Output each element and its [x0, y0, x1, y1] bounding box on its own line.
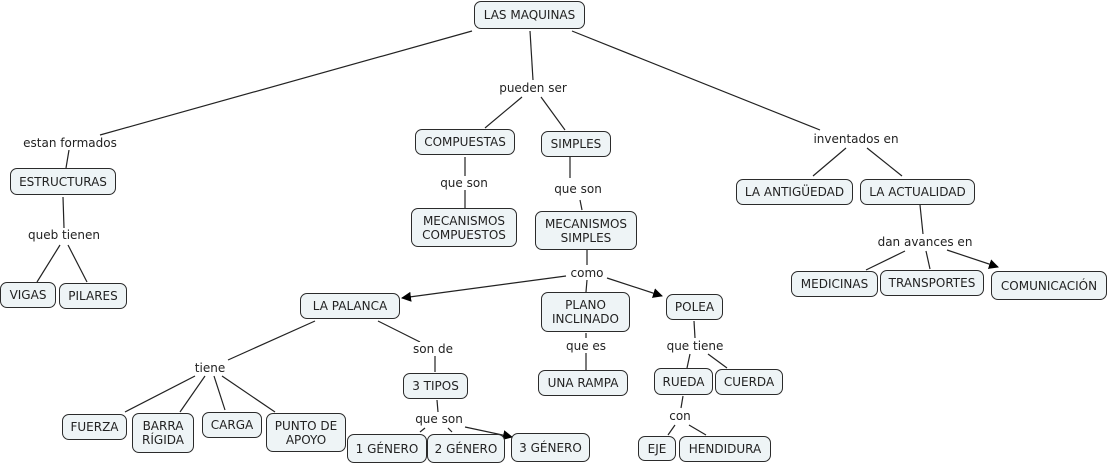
link-line — [919, 204, 924, 235]
concept-carga[interactable]: CARGA — [202, 412, 262, 438]
link-phrase-estan-formados: estan formados — [22, 136, 118, 150]
link-line — [693, 320, 696, 339]
link-phrase-dan-avances-en: dan avances en — [876, 235, 974, 249]
concept-mecanismos-simples[interactable]: MECANISMOS SIMPLES — [535, 211, 637, 250]
link-line — [36, 244, 61, 283]
link-phrase-como: como — [569, 266, 605, 280]
link-line — [67, 244, 88, 283]
link-phrase-queb-tienen: queb tienen — [26, 228, 102, 242]
link-line — [124, 375, 196, 413]
link-phrase-inventados-en: inventados en — [812, 132, 900, 146]
link-line — [227, 320, 316, 361]
link-line — [65, 149, 70, 169]
concept-transportes[interactable]: TRANSPORTES — [880, 270, 984, 296]
concept-eje[interactable]: EJE — [638, 436, 676, 461]
link-line — [579, 199, 583, 211]
link-line — [707, 353, 728, 369]
link-phrase-que-son: que son — [553, 182, 603, 196]
link-phrase-que-son: que son — [414, 412, 464, 426]
concept-barra-rigida[interactable]: BARRA RÍGIDA — [132, 413, 194, 453]
link-phrase-con: con — [668, 409, 692, 423]
concept-2-genero[interactable]: 2 GÉNERO — [427, 434, 505, 463]
link-line — [680, 395, 684, 409]
concept-hendidura[interactable]: HENDIDURA — [679, 436, 771, 462]
concept-rueda[interactable]: RUEDA — [654, 368, 713, 395]
concept-compuestas[interactable]: COMPUESTAS — [415, 129, 515, 155]
concept-cuerda[interactable]: CUERDA — [715, 369, 783, 395]
link-line — [667, 424, 676, 436]
link-line — [401, 275, 567, 302]
concept-las-maquinas[interactable]: LAS MAQUINAS — [474, 1, 585, 29]
link-phrase-pueden-ser: pueden ser — [498, 81, 568, 95]
link-line — [377, 320, 421, 343]
link-line — [62, 196, 65, 229]
link-line — [484, 96, 523, 129]
link-line — [179, 375, 206, 413]
link-line — [436, 399, 439, 413]
link-phrase-son-de: son de — [411, 342, 455, 356]
link-line — [99, 30, 473, 136]
link-line — [585, 279, 588, 293]
link-line — [925, 250, 931, 270]
link-line — [865, 250, 906, 271]
link-line — [419, 427, 426, 433]
link-phrase-tiene: tiene — [193, 361, 227, 375]
link-line — [812, 147, 847, 177]
link-line — [571, 30, 821, 131]
concept-polea[interactable]: POLEA — [666, 294, 723, 320]
link-line — [221, 375, 276, 413]
link-line — [686, 353, 691, 369]
link-line — [464, 426, 513, 441]
concept-estructuras[interactable]: ESTRUCTURAS — [10, 168, 116, 195]
link-line — [688, 424, 707, 436]
concept-pilares[interactable]: PILARES — [59, 283, 127, 309]
concept-comunicacion[interactable]: COMUNICACIÓN — [991, 271, 1107, 300]
link-line — [529, 30, 534, 81]
link-phrase-que-es: que es — [564, 339, 608, 353]
link-line — [946, 249, 999, 269]
link-phrase-que-tiene: que tiene — [665, 339, 725, 353]
link-line — [866, 147, 903, 177]
concept-punto-de-apoyo[interactable]: PUNTO DE APOYO — [266, 413, 346, 452]
link-line — [540, 96, 566, 131]
concept-vigas[interactable]: VIGAS — [0, 282, 56, 308]
concept-mecanismos-compuestos[interactable]: MECANISMOS COMPUESTOS — [411, 208, 517, 247]
concept-fuerza[interactable]: FUERZA — [62, 414, 127, 440]
link-line — [606, 277, 663, 298]
concept-3-genero[interactable]: 3 GÉNERO — [511, 433, 590, 462]
link-phrase-que-son: que son — [439, 176, 489, 190]
concept-plano-inclinado[interactable]: PLANO INCLINADO — [541, 292, 630, 332]
concept-3-tipos[interactable]: 3 TIPOS — [403, 373, 468, 399]
concept-medicinas[interactable]: MEDICINAS — [791, 271, 878, 297]
concept-la-antiguedad[interactable]: LA ANTIGÜEDAD — [736, 179, 853, 205]
link-line — [447, 427, 453, 433]
concept-la-palanca[interactable]: LA PALANCA — [300, 293, 400, 319]
concept-1-genero[interactable]: 1 GÉNERO — [347, 434, 427, 463]
link-line — [213, 375, 226, 411]
concept-una-rampa[interactable]: UNA RAMPA — [538, 370, 628, 396]
concept-la-actualidad[interactable]: LA ACTUALIDAD — [860, 179, 975, 205]
concept-simples[interactable]: SIMPLES — [541, 131, 611, 157]
